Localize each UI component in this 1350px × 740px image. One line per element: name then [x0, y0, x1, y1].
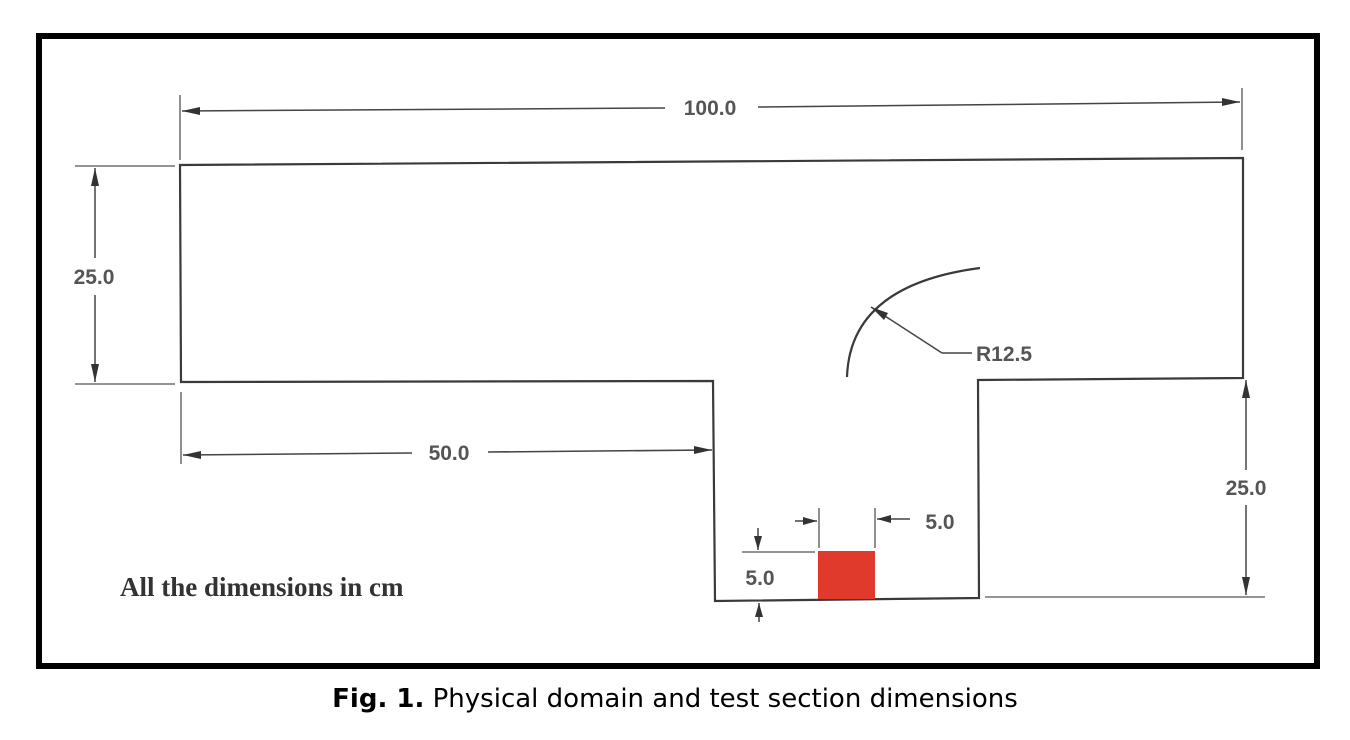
- dim-label-left-height: 25.0: [74, 266, 115, 289]
- dimension-block-height: 5.0: [742, 528, 815, 622]
- figure-frame: [36, 33, 1320, 669]
- dim-label-overall-length: 100.0: [684, 97, 737, 120]
- dimension-block-width: 5.0: [795, 508, 955, 548]
- dimension-overall-length: 100.0: [179, 88, 1243, 160]
- dim-label-block-width: 5.0: [925, 511, 954, 534]
- dimension-left-height: 25.0: [74, 165, 175, 385]
- dimension-left-section-length: 50.0: [180, 392, 713, 465]
- dim-label-right-height: 25.0: [1226, 477, 1267, 500]
- caption-text: Physical domain and test section dimensi…: [424, 684, 1018, 714]
- units-note: All the dimensions in cm: [120, 572, 404, 602]
- dimension-right-height: 25.0: [1226, 380, 1267, 595]
- dim-label-block-height: 5.0: [745, 567, 774, 590]
- domain-outline: [178, 156, 1245, 603]
- dim-label-radius: R12.5: [976, 343, 1032, 366]
- test-section-block: [818, 551, 875, 599]
- dimension-radius: R12.5: [845, 266, 1032, 378]
- dim-label-left-section-length: 50.0: [429, 442, 470, 465]
- figure-caption: Fig. 1. Physical domain and test section…: [0, 684, 1350, 714]
- caption-label: Fig. 1.: [332, 684, 425, 714]
